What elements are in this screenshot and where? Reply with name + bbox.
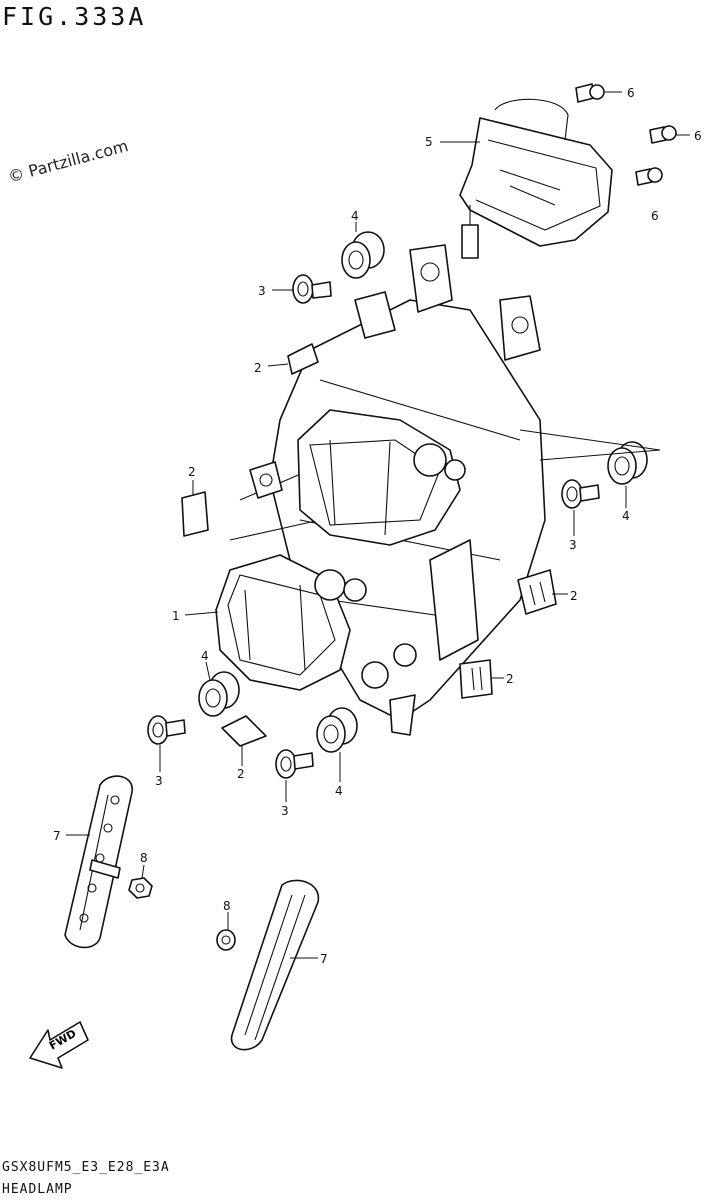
leader-lines bbox=[66, 91, 690, 959]
callout-4a: 4 bbox=[351, 209, 359, 223]
nut-8a[interactable] bbox=[128, 877, 153, 899]
headlamp-upper[interactable] bbox=[297, 409, 466, 546]
callout-2c: 2 bbox=[570, 589, 578, 603]
cushion-2e[interactable] bbox=[221, 715, 267, 747]
forward-arrow-icon: FWD bbox=[29, 1021, 89, 1069]
callout-3a: 3 bbox=[258, 284, 266, 298]
callout-2a: 2 bbox=[254, 361, 262, 375]
collar-bolt-3c[interactable] bbox=[147, 715, 186, 745]
callout-4d: 4 bbox=[335, 784, 343, 798]
cushion-2a[interactable] bbox=[287, 343, 319, 375]
side-cover-7b[interactable] bbox=[230, 879, 320, 1051]
position-lamp-unit[interactable] bbox=[459, 98, 613, 259]
grommet-4a[interactable] bbox=[341, 231, 385, 279]
callout-3b: 3 bbox=[569, 538, 577, 552]
callout-2e: 2 bbox=[237, 767, 245, 781]
side-cover-7a[interactable] bbox=[64, 775, 133, 949]
footer-section-name: HEADLAMP bbox=[2, 1182, 73, 1197]
callout-3d: 3 bbox=[281, 804, 289, 818]
cushion-2b[interactable] bbox=[181, 491, 209, 537]
screw-6b[interactable] bbox=[649, 125, 677, 144]
collar-bolt-3b[interactable] bbox=[561, 479, 600, 509]
figure-title: FIG.333A bbox=[2, 2, 147, 31]
callout-1: 1 bbox=[172, 609, 180, 623]
callout-6c: 6 bbox=[651, 209, 659, 223]
cushion-2c[interactable] bbox=[517, 569, 557, 615]
callout-8a: 8 bbox=[140, 851, 148, 865]
nut-8b[interactable] bbox=[216, 929, 236, 951]
cushion-2d[interactable] bbox=[459, 659, 493, 699]
callout-7b: 7 bbox=[320, 952, 328, 966]
screw-6c[interactable] bbox=[635, 167, 663, 186]
callout-7a: 7 bbox=[53, 829, 61, 843]
grommet-4d[interactable] bbox=[316, 707, 358, 753]
callout-2b: 2 bbox=[188, 465, 196, 479]
collar-bolt-3a[interactable] bbox=[292, 274, 332, 304]
callout-6b: 6 bbox=[694, 129, 702, 143]
headlamp-lower[interactable] bbox=[215, 554, 417, 691]
callout-5: 5 bbox=[425, 135, 433, 149]
footer-model-code: GSX8UFM5_E3_E28_E3A bbox=[2, 1160, 170, 1175]
collar-bolt-3d[interactable] bbox=[275, 749, 314, 779]
callout-8b: 8 bbox=[223, 899, 231, 913]
callout-3c: 3 bbox=[155, 774, 163, 788]
callout-2d: 2 bbox=[506, 672, 514, 686]
callout-labels: 1 2 2 2 2 2 3 3 3 3 4 4 4 4 5 6 6 6 7 7 … bbox=[53, 86, 702, 966]
screw-6a[interactable] bbox=[575, 83, 605, 103]
grommet-4b[interactable] bbox=[607, 441, 648, 485]
callout-4c: 4 bbox=[201, 649, 209, 663]
callout-4b: 4 bbox=[622, 509, 630, 523]
callout-6a: 6 bbox=[627, 86, 635, 100]
grommet-4c[interactable] bbox=[198, 671, 240, 717]
